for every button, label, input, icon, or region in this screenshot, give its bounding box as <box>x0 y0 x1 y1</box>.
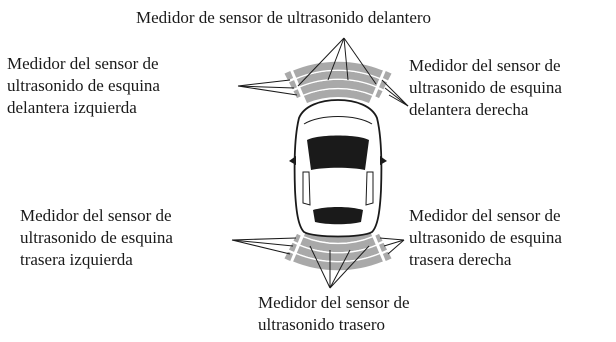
front-right-label-line-3: delantera derecha <box>409 100 529 119</box>
rear-center-label-line-2: ultrasonido trasero <box>258 315 385 334</box>
rear-right-label-line-2: ultrasonido de esquina <box>409 228 562 247</box>
front-left-corner-gauge <box>282 69 303 100</box>
front-gauge-group <box>282 60 394 105</box>
front-right-label-line-2: ultrasonido de esquina <box>409 78 562 97</box>
rear-left-label-line-3: trasera izquierda <box>20 250 133 269</box>
front-right-label-line-1: Medidor del sensor de <box>409 56 561 75</box>
front-left-label-line-2: ultrasonido de esquina <box>7 76 160 95</box>
rear-right-label-line-3: trasera derecha <box>409 250 512 269</box>
front-center-gauge <box>291 60 385 105</box>
rear-right-label: Medidor del sensor de ultrasonido de esq… <box>409 205 562 271</box>
front-left-label-line-1: Medidor del sensor de <box>7 54 159 73</box>
rear-center-label-line-1: Medidor del sensor de <box>258 293 410 312</box>
front-center-label-line-1: Medidor de sensor de ultrasonido delante… <box>136 8 432 27</box>
rear-center-label: Medidor del sensor de ultrasonido traser… <box>258 292 410 336</box>
front-right-corner-gauge <box>373 69 394 100</box>
leader-lines <box>231 37 409 289</box>
rear-right-label-line-1: Medidor del sensor de <box>409 206 561 225</box>
rear-left-label: Medidor del sensor de ultrasonido de esq… <box>20 205 173 271</box>
front-left-label-line-3: delantera izquierda <box>7 98 137 117</box>
rear-left-corner-gauge <box>282 232 303 263</box>
car-top-view-icon <box>289 99 387 238</box>
front-right-label: Medidor del sensor de ultrasonido de esq… <box>409 55 562 121</box>
rear-right-corner-gauge <box>373 232 394 263</box>
rear-left-label-line-2: ultrasonido de esquina <box>20 228 173 247</box>
front-left-label: Medidor del sensor de ultrasonido de esq… <box>7 53 160 119</box>
rear-left-label-line-1: Medidor del sensor de <box>20 206 172 225</box>
front-center-label: Medidor de sensor de ultrasonido delante… <box>136 7 431 29</box>
